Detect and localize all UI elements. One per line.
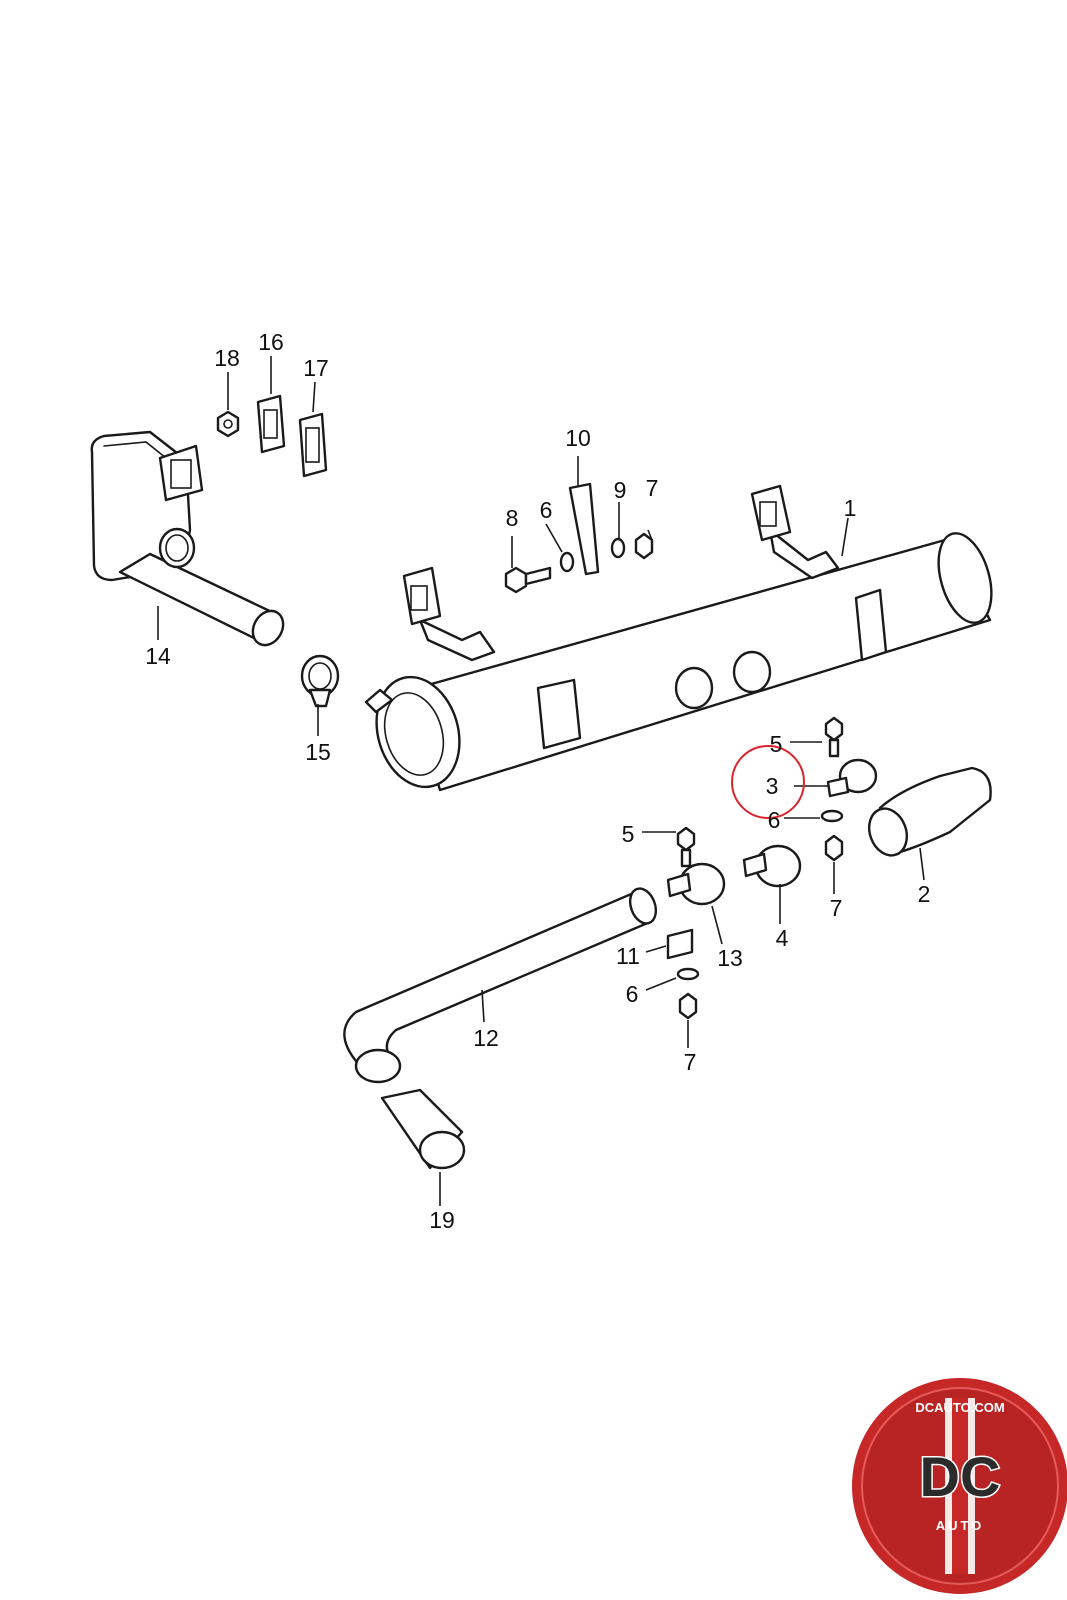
part-5-bolt-lower bbox=[676, 826, 696, 868]
part-9-washer bbox=[610, 537, 626, 559]
callout-11: 11 bbox=[616, 943, 640, 969]
part-7-nut-top bbox=[634, 532, 654, 560]
logo-sub-text: AUTO bbox=[936, 1518, 985, 1533]
part-6-washer-right bbox=[820, 809, 844, 823]
part-5-bolt-right bbox=[824, 716, 844, 758]
part-14-heat-exchanger bbox=[90, 430, 285, 647]
part-3-clamp bbox=[826, 758, 878, 798]
callout-7-top: 7 bbox=[646, 475, 659, 501]
callout-2: 2 bbox=[918, 881, 931, 907]
part-6-washer-top bbox=[559, 551, 575, 573]
part-13-clamp bbox=[666, 862, 726, 906]
callout-15: 15 bbox=[305, 739, 331, 765]
callout-19: 19 bbox=[429, 1207, 455, 1233]
part-7-nut-lower bbox=[678, 992, 698, 1020]
callout-16: 16 bbox=[258, 329, 284, 355]
highlight-circle bbox=[731, 745, 805, 819]
callout-4: 4 bbox=[776, 925, 789, 951]
callout-5-lower: 5 bbox=[622, 821, 635, 847]
logo-main-text: DC bbox=[920, 1445, 1001, 1508]
part-2-tail-pipe bbox=[867, 766, 992, 857]
callout-6-right: 6 bbox=[768, 807, 781, 833]
dcauto-logo: DCAUTO.COM DC AUTO bbox=[852, 1378, 1067, 1594]
callout-1: 1 bbox=[844, 495, 857, 521]
callout-17: 17 bbox=[303, 355, 329, 381]
part-7-nut-right bbox=[824, 834, 844, 862]
callout-8: 8 bbox=[506, 505, 519, 531]
part-16-gasket bbox=[256, 394, 286, 454]
part-6-washer-lower bbox=[676, 967, 700, 981]
part-15-clamp bbox=[300, 654, 340, 708]
logo-top-text: DCAUTO.COM bbox=[915, 1400, 1004, 1415]
callout-13: 13 bbox=[717, 945, 743, 971]
callout-7-lower: 7 bbox=[684, 1049, 697, 1075]
callout-3: 3 bbox=[766, 773, 779, 799]
part-11-bracket bbox=[666, 928, 694, 960]
leader-lines bbox=[157, 356, 925, 1206]
callout-12: 12 bbox=[473, 1025, 499, 1051]
part-4-clamp bbox=[742, 844, 802, 888]
callout-14: 14 bbox=[145, 643, 171, 669]
callout-10: 10 bbox=[565, 425, 591, 451]
callouts: 1 2 3 4 5 5 6 6 6 7 7 7 8 9 10 11 12 13 … bbox=[145, 329, 930, 1233]
callout-6-lower: 6 bbox=[626, 981, 639, 1007]
part-18-nut bbox=[216, 410, 240, 438]
part-8-bolt bbox=[504, 566, 552, 594]
callout-5-right: 5 bbox=[770, 731, 783, 757]
part-17-gasket bbox=[298, 412, 328, 478]
callout-9: 9 bbox=[614, 477, 627, 503]
part-19-tail-tip bbox=[380, 1088, 466, 1170]
part-1-muffler bbox=[364, 484, 993, 792]
part-12-pipe bbox=[343, 887, 658, 1084]
callout-6-top: 6 bbox=[540, 497, 553, 523]
callout-18: 18 bbox=[214, 345, 240, 371]
part-10-bracket bbox=[568, 482, 600, 576]
callout-7-right: 7 bbox=[830, 895, 843, 921]
